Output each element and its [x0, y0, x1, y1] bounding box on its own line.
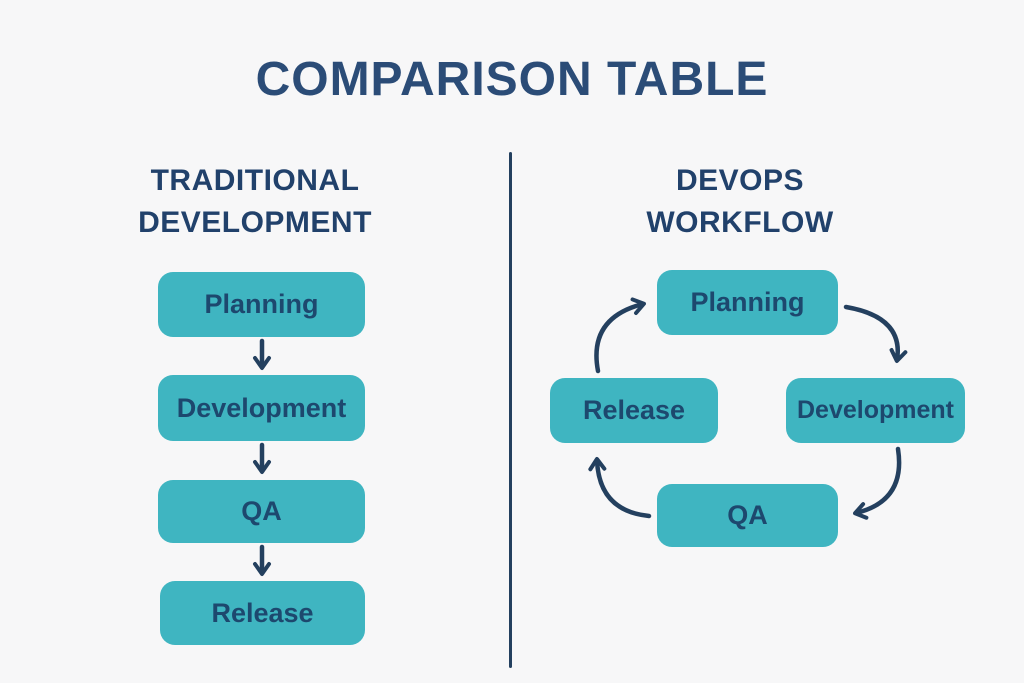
- left-step-qa: QA: [158, 480, 365, 543]
- arrow-right-planning-to-development-icon: [843, 304, 908, 363]
- left-step-development: Development: [158, 375, 365, 441]
- right-heading-line2: WORKFLOW: [646, 206, 834, 239]
- left-heading-line1: TRADITIONAL: [150, 164, 360, 197]
- left-heading-line2: DEVELOPMENT: [138, 206, 372, 239]
- arrow-right-development-to-qa-icon: [853, 446, 902, 520]
- vertical-divider: [509, 152, 512, 668]
- right-step-planning: Planning: [657, 270, 838, 335]
- left-step-release: Release: [160, 581, 365, 645]
- right-step-qa: QA: [657, 484, 838, 547]
- right-step-release: Release: [550, 378, 718, 443]
- page-title: COMPARISON TABLE: [255, 53, 769, 106]
- right-column-heading: DEVOPS WORKFLOW: [512, 160, 968, 244]
- left-step-planning: Planning: [158, 272, 365, 337]
- right-heading-line1: DEVOPS: [675, 164, 805, 197]
- arrow-right-qa-to-release-icon: [588, 457, 652, 519]
- left-column-heading: TRADITIONAL DEVELOPMENT: [0, 160, 510, 244]
- right-step-development: Development: [786, 378, 965, 443]
- arrow-right-release-to-planning-icon: [594, 297, 646, 374]
